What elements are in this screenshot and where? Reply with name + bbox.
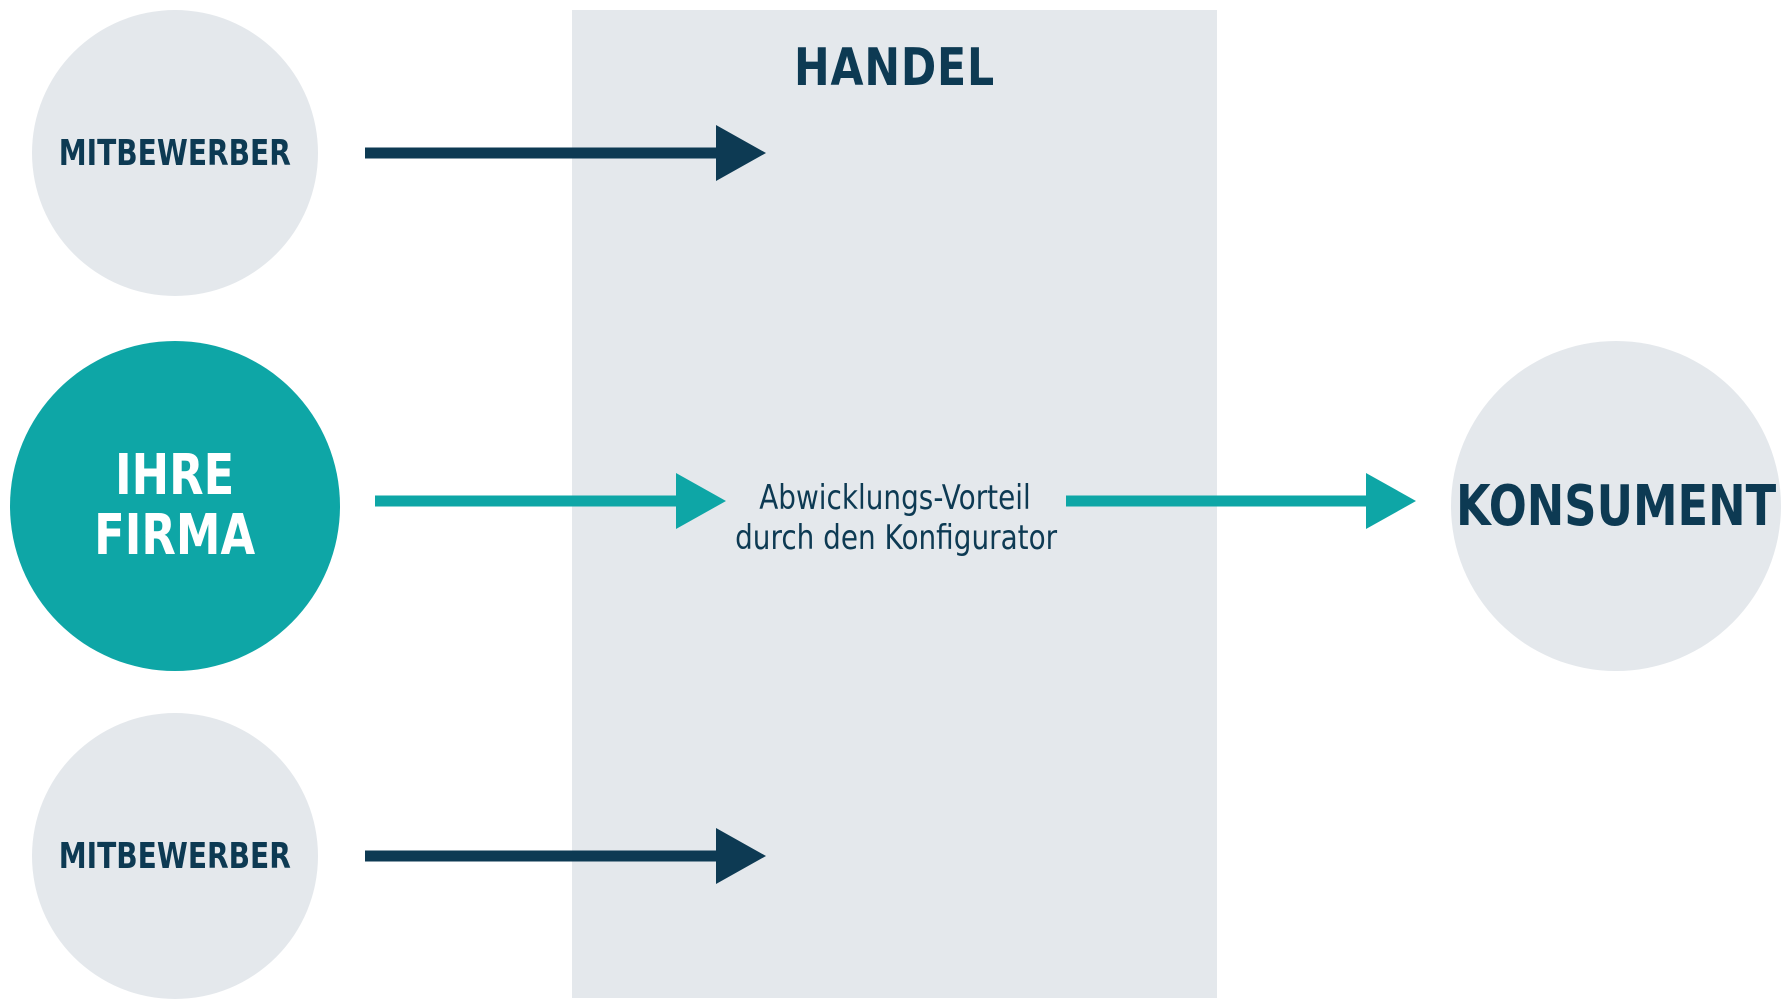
arrow-company-to-handel [375,473,726,529]
consumer-circle: KONSUMENT [1451,341,1781,671]
company-circle: IHRE FIRMA [10,341,340,671]
competitor-top-label: MITBEWERBER [58,132,292,174]
arrow-competitor-bottom [365,828,766,884]
handel-title: HANDEL [793,38,995,98]
advantage-line2: durch den Konfigurator [735,518,1058,558]
advantage-line1: Abwicklungs-Vorteil [759,478,1031,518]
arrow-competitor-top [365,125,766,181]
consumer-label: KONSUMENT [1455,473,1777,539]
arrow-handel-to-consumer [1066,473,1416,529]
competitor-top-circle: MITBEWERBER [32,10,318,296]
advantage-text: Abwicklungs-Vorteil durch den Konfigurat… [735,478,1058,558]
competitor-bottom-circle: MITBEWERBER [32,713,318,999]
company-label-line2: FIRMA [94,503,256,568]
company-label: IHRE FIRMA [94,446,255,566]
company-label-line1: IHRE [115,443,235,508]
competitor-bottom-label: MITBEWERBER [58,835,292,877]
